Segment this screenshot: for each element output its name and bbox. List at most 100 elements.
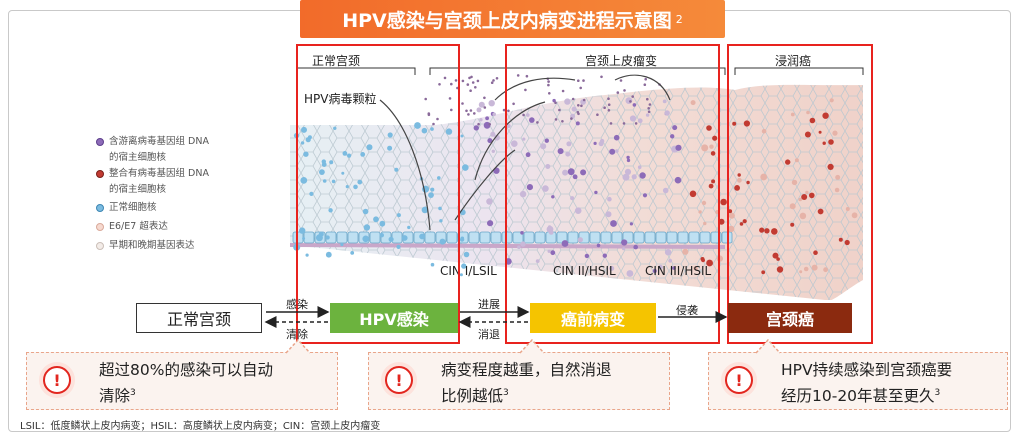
cell-nucleus xyxy=(526,184,533,191)
stage-cancer: 宫颈癌 xyxy=(728,303,852,333)
cell-nucleus xyxy=(438,206,442,211)
cell-nucleus xyxy=(828,139,834,145)
cell-nucleus xyxy=(401,235,408,241)
cell-nucleus xyxy=(764,228,770,234)
cell-nucleus xyxy=(827,163,834,170)
virus-particle xyxy=(495,77,499,80)
virus-particle xyxy=(570,117,573,120)
legend-dot-pink xyxy=(96,223,104,231)
cell-nucleus xyxy=(674,176,682,184)
virus-particle xyxy=(507,109,510,113)
virus-particle xyxy=(536,121,539,124)
virus-particle xyxy=(512,102,515,106)
cell-nucleus xyxy=(709,144,714,149)
virus-particle xyxy=(474,86,477,89)
basal-cell xyxy=(655,231,667,244)
basal-cell xyxy=(644,231,656,244)
virus-particle xyxy=(488,123,491,126)
cell-nucleus xyxy=(805,190,809,195)
cell-nucleus xyxy=(428,192,434,199)
cell-nucleus xyxy=(547,249,551,253)
cell-nucleus xyxy=(487,138,493,144)
cell-nucleus xyxy=(460,134,464,138)
virus-particle xyxy=(607,109,611,112)
virus-particle xyxy=(466,83,470,86)
cell-nucleus xyxy=(642,193,648,198)
cell-nucleus xyxy=(303,151,309,157)
warning-icon: ! xyxy=(381,362,417,398)
cell-nucleus xyxy=(804,131,811,138)
arrow-label-regress: 消退 xyxy=(478,328,500,341)
cell-nucleus xyxy=(490,131,496,137)
cell-nucleus xyxy=(340,242,344,247)
callout-text: 病变程度越重，自然消退 比例越低3 xyxy=(441,359,612,408)
cell-nucleus xyxy=(329,160,334,165)
virus-particle xyxy=(647,107,650,110)
legend-label: 的宿主细胞核 xyxy=(109,152,167,163)
cell-nucleus xyxy=(300,141,305,145)
virus-particle xyxy=(469,89,472,92)
label-cin: 宫颈上皮瘤变 xyxy=(585,54,658,68)
cell-nucleus xyxy=(806,110,810,115)
cell-nucleus xyxy=(706,259,713,267)
callout-text: 超过80%的感染可以自动 清除3 xyxy=(99,359,273,408)
cell-nucleus xyxy=(478,101,485,108)
stage-arrows xyxy=(264,306,728,328)
cell-nucleus xyxy=(761,128,767,134)
cell-nucleus xyxy=(328,208,333,213)
arrow-label-infect: 感染 xyxy=(286,298,308,311)
virus-particle xyxy=(607,103,611,106)
legend-label: 的宿主细胞核 xyxy=(109,184,167,195)
cell-nucleus xyxy=(570,196,575,201)
warning-icon: ! xyxy=(39,362,75,398)
label-cin3: CIN III/HSIL xyxy=(645,264,712,278)
cell-nucleus xyxy=(822,112,829,119)
cell-nucleus xyxy=(564,98,571,105)
virus-particle xyxy=(516,74,520,77)
stage-hpv: HPV感染 xyxy=(330,303,458,333)
cell-nucleus xyxy=(575,121,580,126)
cell-nucleus xyxy=(302,237,306,240)
legend-label: 正常细胞核 xyxy=(109,202,157,213)
basal-cell xyxy=(611,231,623,244)
cell-nucleus xyxy=(668,258,673,263)
cell-nucleus xyxy=(561,240,569,247)
callout-ref: 3 xyxy=(503,388,509,398)
cell-nucleus xyxy=(662,187,669,194)
cell-nucleus xyxy=(566,141,572,147)
basal-cell xyxy=(501,231,513,244)
cell-nucleus xyxy=(362,235,369,243)
virus-particle xyxy=(579,86,582,90)
cell-nucleus xyxy=(331,179,336,184)
stage-hpv-label: HPV感染 xyxy=(359,310,429,329)
cell-nucleus xyxy=(574,207,582,214)
cell-nucleus xyxy=(771,228,778,235)
basal-cell xyxy=(468,231,480,244)
virus-particle xyxy=(631,95,634,98)
virus-particle xyxy=(483,96,486,100)
cell-nucleus xyxy=(421,127,428,134)
basal-cell xyxy=(446,231,458,244)
cell-nucleus xyxy=(789,203,796,210)
label-hpv-virus: HPV病毒颗粒 xyxy=(304,92,377,106)
basal-cell xyxy=(666,231,678,244)
highlight-box-precancer xyxy=(505,44,720,344)
cell-nucleus xyxy=(639,172,646,179)
cell-nucleus xyxy=(737,177,742,183)
virus-particle xyxy=(525,74,529,78)
cell-nucleus xyxy=(637,165,642,169)
cell-nucleus xyxy=(835,174,841,180)
cell-nucleus xyxy=(565,151,571,157)
cell-nucleus xyxy=(552,98,556,103)
virus-particle xyxy=(448,97,452,100)
cell-nucleus xyxy=(319,169,325,176)
callout-clearance: ! 超过80%的感染可以自动 清除3 xyxy=(26,352,338,410)
cell-nucleus xyxy=(577,237,583,243)
virus-particle xyxy=(623,89,626,92)
cell-nucleus xyxy=(325,235,330,240)
cell-nucleus xyxy=(645,113,650,117)
virus-particle xyxy=(643,83,647,86)
cell-nucleus xyxy=(728,225,735,233)
